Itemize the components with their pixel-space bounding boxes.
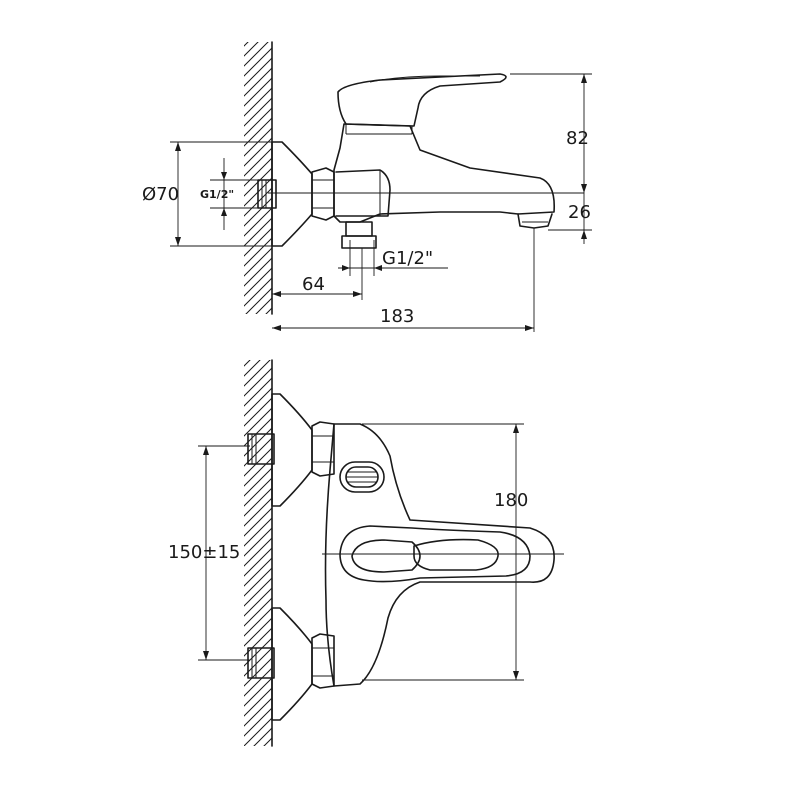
upper-flange bbox=[271, 393, 313, 507]
wall-section-front bbox=[244, 359, 273, 747]
dim-inlet-spacing: 150±15 bbox=[168, 445, 250, 661]
spout-aerator bbox=[517, 213, 553, 229]
spout-drop-label: 26 bbox=[568, 202, 591, 223]
side-view: Ø70 G1/2" 82 26 bbox=[142, 41, 592, 332]
overall-length-label: 183 bbox=[380, 306, 414, 327]
front-view: 150±15 180 bbox=[168, 359, 564, 747]
flange-diameter-label: Ø70 bbox=[142, 184, 179, 205]
wall-to-outlet-label: 64 bbox=[302, 274, 325, 295]
diverter-knob bbox=[339, 461, 385, 493]
dim-height-82: 82 bbox=[510, 73, 592, 193]
mixer-body-side bbox=[333, 123, 556, 223]
mixer-body-front bbox=[324, 423, 555, 687]
lever-handle-front bbox=[339, 525, 531, 583]
inlet-pipe-stub bbox=[257, 179, 277, 209]
lower-flange bbox=[271, 607, 313, 721]
height-82-label: 82 bbox=[566, 128, 589, 149]
hex-nut-side bbox=[311, 167, 335, 221]
lever-handle-side bbox=[337, 73, 507, 127]
upper-nut bbox=[311, 421, 335, 477]
dim-overall-height: 180 bbox=[362, 423, 528, 681]
dim-inlet-thread: G1/2" bbox=[200, 158, 258, 230]
dim-outlet-thread: G1/2" bbox=[338, 240, 448, 276]
outlet-thread bbox=[345, 221, 373, 237]
outlet-thread-label: G1/2" bbox=[382, 248, 433, 269]
wall-flange bbox=[271, 141, 313, 247]
dim-flange-diameter: Ø70 bbox=[142, 141, 272, 247]
wall-section-side bbox=[244, 41, 273, 315]
overall-height-label: 180 bbox=[494, 490, 528, 511]
dim-spout-drop: 26 bbox=[548, 193, 592, 244]
inlet-spacing-label: 150±15 bbox=[168, 542, 240, 563]
dim-wall-to-outlet: 64 bbox=[272, 248, 363, 300]
dim-overall-length: 183 bbox=[272, 228, 535, 332]
inlet-thread-label: G1/2" bbox=[200, 188, 234, 201]
